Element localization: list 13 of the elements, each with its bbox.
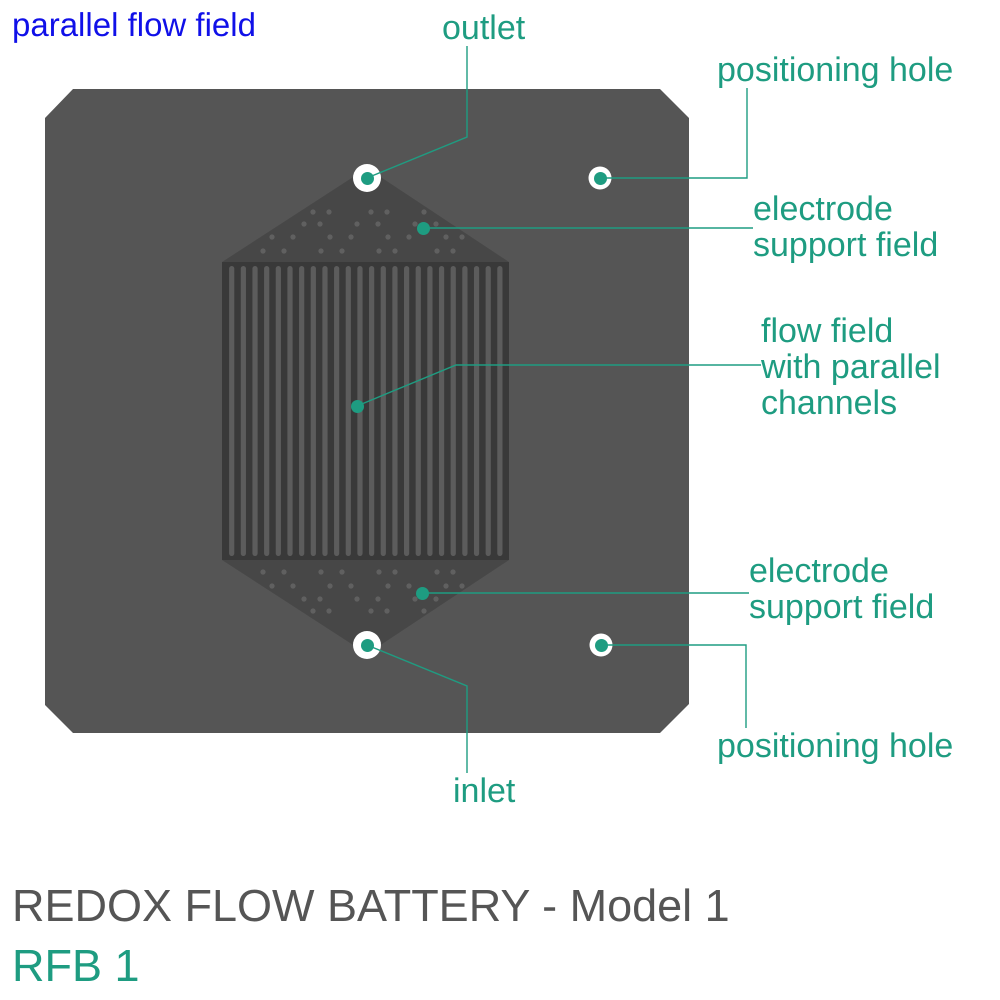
leader-line [430,227,753,229]
footer-text: RFB 1 [12,940,140,992]
callout-label: positioning hole [717,728,954,764]
callout-label: electrode support field [749,553,954,625]
leader-line [428,592,749,594]
leader-line [362,364,761,404]
callout-label: inlet [453,773,516,809]
callout-label: electrode support field [753,191,958,263]
footer-text: REDOX FLOW BATTERY - Model 1 [12,880,730,932]
callout-label: positioning hole [717,52,954,88]
callout-label: flow field with parallel channels [761,313,956,421]
diagram-title: parallel flow field [12,6,256,44]
callout-label: outlet [442,10,526,46]
